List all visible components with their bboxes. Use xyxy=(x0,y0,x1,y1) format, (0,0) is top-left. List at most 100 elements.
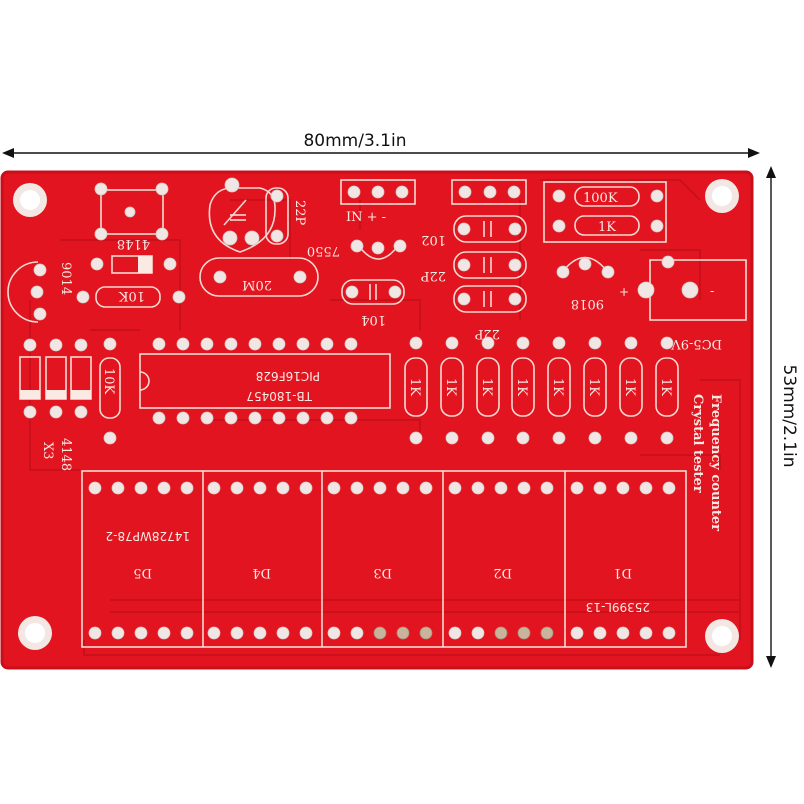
resistor-1k-5: 1K xyxy=(547,336,571,445)
label-9014: 9014 xyxy=(58,262,73,295)
display-pad xyxy=(276,481,290,495)
svg-text:+: + xyxy=(619,285,629,299)
capacitor-22p-top: 22P xyxy=(265,187,307,245)
display-pad xyxy=(593,626,607,640)
display-pad xyxy=(207,626,221,640)
capacitor-102: 102 xyxy=(421,215,527,247)
transistor-9014-footprint: 9014 xyxy=(7,261,73,323)
display-pad xyxy=(253,481,267,495)
trimmer-capacitor xyxy=(208,177,276,253)
display-pad xyxy=(448,481,462,495)
display-pad xyxy=(540,481,554,495)
label-x3: X3 xyxy=(40,442,55,460)
resistor-1k-1: 1K xyxy=(404,336,428,445)
svg-text:1K: 1K xyxy=(658,378,673,396)
width-dimension: 80mm/3.1in xyxy=(2,131,760,158)
display-pad xyxy=(111,626,125,640)
title-frequency-counter: Frequency counter xyxy=(708,394,723,531)
resistor-1k-6: 1K xyxy=(583,336,607,445)
display-pad xyxy=(327,626,341,640)
display-pad xyxy=(350,626,364,640)
title-crystal-tester: Crystal tester xyxy=(690,394,705,493)
svg-text:1K: 1K xyxy=(622,378,637,396)
display-pad xyxy=(207,481,221,495)
display-pad xyxy=(639,626,653,640)
svg-text:1K: 1K xyxy=(550,378,565,396)
pcb-board: 9014 4148 10K xyxy=(0,170,754,670)
display-pins-bottom xyxy=(88,626,676,640)
chip-pic16f628: PIC16F628 TB-180457 xyxy=(139,337,391,425)
display-pad xyxy=(540,626,554,640)
resistor-1k-top: 1K xyxy=(552,215,664,236)
display-pad xyxy=(471,626,485,640)
display-pad xyxy=(419,626,433,640)
svg-text:1K: 1K xyxy=(586,378,601,396)
board-title: Frequency counter Crystal tester xyxy=(690,394,723,531)
label-7550: 7550 xyxy=(307,243,340,258)
display-pad xyxy=(299,481,313,495)
display-pad xyxy=(88,626,102,640)
svg-text:-: - xyxy=(710,284,714,298)
display-pad xyxy=(180,626,194,640)
height-label: 53mm/2.1in xyxy=(779,364,799,467)
resistor-bank-1k: 1K 1K 1K 1K xyxy=(404,336,679,445)
svg-text:1K: 1K xyxy=(407,378,422,396)
display-pad xyxy=(134,481,148,495)
display-pad xyxy=(157,626,171,640)
display-pad xyxy=(230,481,244,495)
label-4148-diodes: 4148 xyxy=(58,438,73,471)
display-pad xyxy=(494,626,508,640)
display-pad xyxy=(616,481,630,495)
chip-pins-bottom xyxy=(152,411,358,425)
display-pad xyxy=(639,481,653,495)
header-top-right xyxy=(451,179,527,205)
label-1k-top: 1K xyxy=(598,220,616,235)
display-pad xyxy=(111,481,125,495)
label-input-pins: IN + - xyxy=(346,210,386,225)
display-pad xyxy=(180,481,194,495)
diode-bank: 4148 X3 xyxy=(19,338,92,471)
display-pad xyxy=(517,626,531,640)
transistor-9018: 9018 xyxy=(556,256,615,311)
label-20m: 20M xyxy=(242,277,272,292)
label-102: 102 xyxy=(421,232,446,247)
regulator-7550: 7550 xyxy=(307,239,407,260)
label-22p-top: 22P xyxy=(292,200,307,226)
display-pad xyxy=(471,481,485,495)
label-104: 104 xyxy=(361,312,386,327)
label-tb-180457: TB-180457 xyxy=(246,389,313,403)
label-22p-low: 22P xyxy=(474,326,500,341)
display-pad xyxy=(134,626,148,640)
label-10k-top: 10K xyxy=(118,288,145,303)
height-dimension: 53mm/2.1in xyxy=(766,166,799,668)
resistor-1k-8: 1K xyxy=(655,336,679,445)
display-part-left: 14728WP78-2 xyxy=(105,529,190,543)
resistor-100k: 100K xyxy=(543,181,667,243)
resistor-1k-4: 1K xyxy=(511,336,535,445)
resistor-1k-2: 1K xyxy=(440,336,464,445)
display-pad xyxy=(616,626,630,640)
label-dc5-9v: DC5-9V xyxy=(671,336,722,351)
resistor-1k-7: 1K xyxy=(619,336,643,445)
input-header: IN + - xyxy=(340,179,416,225)
display-pad xyxy=(373,626,387,640)
display-pad xyxy=(419,481,433,495)
display-pad xyxy=(396,626,410,640)
resistor-1k-3: 1K xyxy=(476,336,500,445)
display-pad xyxy=(494,481,508,495)
display-pad xyxy=(593,481,607,495)
display-pad xyxy=(276,626,290,640)
display-pad xyxy=(350,481,364,495)
display-pad xyxy=(570,626,584,640)
display-label-d2: D2 xyxy=(493,565,512,580)
display-label-d5: D5 xyxy=(133,565,152,580)
label-10k-side: 10K xyxy=(101,368,116,395)
label-pic16f628: PIC16F628 xyxy=(256,369,320,383)
label-22p-mid: 22P xyxy=(420,268,446,283)
label-4148-top: 4148 xyxy=(117,236,150,251)
label-100k: 100K xyxy=(583,191,618,206)
display-pad xyxy=(157,481,171,495)
display-label-d4: D4 xyxy=(252,565,271,580)
svg-text:1K: 1K xyxy=(514,378,529,396)
